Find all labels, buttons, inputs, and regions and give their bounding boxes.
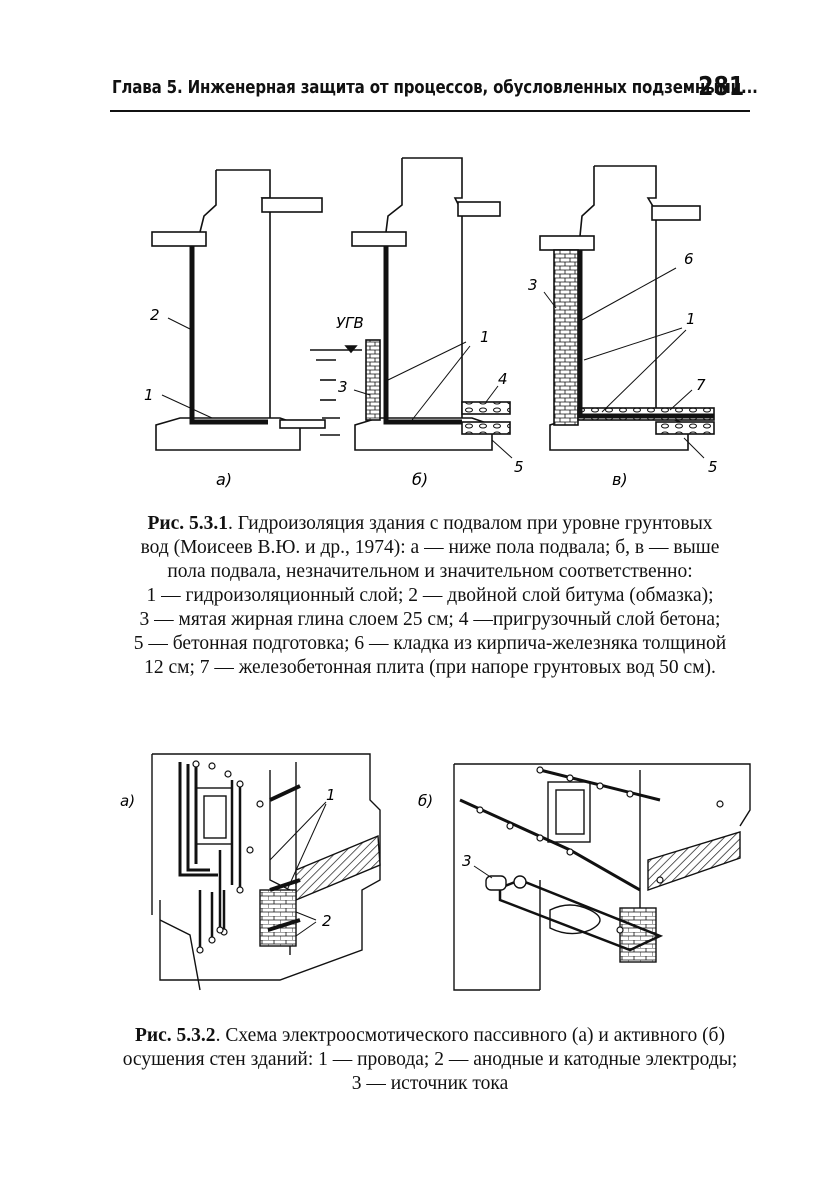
figure-1-caption: Рис. 5.3.1. Гидроизоляция здания с подва… <box>110 512 750 680</box>
figure-electroosmosis-diagram: а) 1 2 б) 3 <box>120 753 751 991</box>
panel-a-electro-callouts <box>269 801 327 937</box>
figure-1-caption-line-1: . Гидроизоляция здания с подвалом при ур… <box>228 513 713 534</box>
callout-b-3: 3 <box>338 378 348 396</box>
panel-v-callouts <box>543 267 705 459</box>
callout-v-1: 1 <box>686 310 696 328</box>
panel-label-b: б) <box>412 470 428 489</box>
callout-a-2: 2 <box>150 306 160 324</box>
figure-2-caption-line-2: осушения стен зданий: 1 — провода; 2 — а… <box>122 1049 738 1070</box>
callout-electro-2: 2 <box>322 912 332 930</box>
callout-b-1: 1 <box>480 328 490 346</box>
panel-b-callouts <box>353 341 513 459</box>
panel-a-electro <box>151 753 381 991</box>
figure-1-number: Рис. 5.3.1 <box>147 513 228 534</box>
panel-b <box>310 157 511 451</box>
page-number: 281 <box>697 72 744 102</box>
panel-label-a: а) <box>216 470 232 489</box>
figure-1-caption-line-2: вод (Моисеев В.Ю. и др., 1974): а — ниже… <box>140 537 720 558</box>
header-rule <box>110 110 750 112</box>
figure-1-caption-line-5: 3 — мятая жирная глина слоем 25 см; 4 —п… <box>139 609 721 630</box>
callout-b-4: 4 <box>498 370 508 388</box>
callout-electro-3: 3 <box>462 852 472 870</box>
figure-waterproofing-diagram: 2 1 а) УГВ 1 3 4 5 б) <box>144 157 718 489</box>
callout-a-1: 1 <box>144 386 154 404</box>
callout-v-5: 5 <box>708 458 718 476</box>
figure-2-caption-line-1: . Схема электроосмотического пассивного … <box>215 1025 725 1046</box>
panel-label-b-electro: б) <box>418 792 433 810</box>
figure-1-caption-line-3: пола подвала, незначительном и значитель… <box>167 561 693 582</box>
panel-b-electro <box>453 763 751 991</box>
panel-label-a-electro: а) <box>120 792 135 810</box>
figure-1-caption-line-6: 5 — бетонная подготовка; 6 — кладка из к… <box>133 633 727 654</box>
figure-2-caption: Рис. 5.3.2. Схема электроосмотического п… <box>100 1024 760 1096</box>
callout-v-3: 3 <box>528 276 538 294</box>
panel-a <box>151 169 326 451</box>
figure-1-caption-line-4: 1 — гидроизоляционный слой; 2 — двойной … <box>146 585 714 606</box>
callout-v-6: 6 <box>684 250 694 268</box>
figure-2-caption-line-3: 3 — источник тока <box>351 1073 509 1094</box>
panel-a-callouts <box>161 317 213 419</box>
running-header-title: Глава 5. Инженерная защита от процессов,… <box>112 78 758 98</box>
panel-b-electro-callouts <box>473 865 493 879</box>
figure-2-number: Рис. 5.3.2 <box>135 1025 216 1046</box>
figure-1-caption-line-7: 12 см; 7 — железобетонная плита (при нап… <box>144 657 716 678</box>
callout-ugv: УГВ <box>336 314 364 332</box>
panel-label-v: в) <box>612 470 628 489</box>
panel-v <box>539 165 715 451</box>
callout-electro-1: 1 <box>326 786 336 804</box>
callout-v-7: 7 <box>696 376 706 394</box>
callout-b-5: 5 <box>514 458 524 476</box>
